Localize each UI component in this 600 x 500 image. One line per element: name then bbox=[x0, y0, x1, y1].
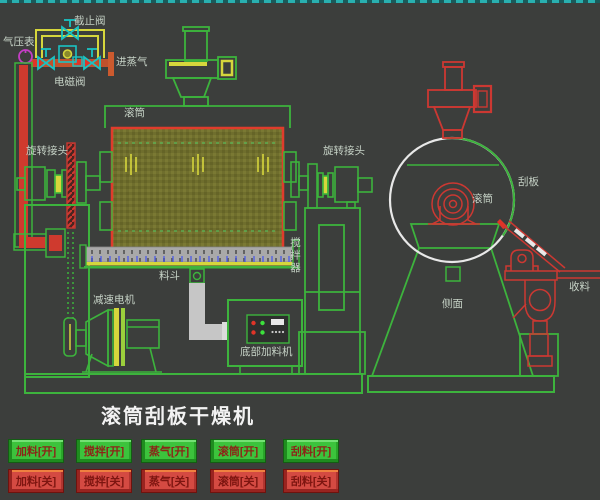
steam-piping bbox=[18, 19, 114, 76]
steam-inlet-flange bbox=[108, 52, 114, 76]
collect-label: 收料 bbox=[569, 281, 590, 293]
drum-front bbox=[99, 126, 297, 252]
bottom-feeder-label: 底部加料机 bbox=[240, 346, 293, 358]
indicator-green-2 bbox=[260, 330, 265, 335]
page-title: 滚筒刮板干燥机 bbox=[101, 406, 255, 428]
solenoid-valve-icon bbox=[58, 45, 83, 67]
drum-housing bbox=[104, 105, 291, 128]
scraper-blade-segments bbox=[513, 228, 547, 257]
agitator-label: 搅拌器 bbox=[289, 237, 301, 275]
trough bbox=[79, 239, 300, 269]
hopper-label: 料斗 bbox=[159, 270, 180, 282]
scrape-off-button[interactable]: 刮料[关] bbox=[283, 469, 339, 493]
steam-inlet-label: 进蒸气 bbox=[116, 56, 148, 68]
indicator-red-2 bbox=[251, 330, 256, 335]
left-valve-icon bbox=[37, 48, 55, 71]
mini-dots bbox=[271, 330, 285, 334]
rotary-joint-right-label: 旋转接头 bbox=[323, 145, 365, 157]
scrape-on-button[interactable]: 刮料[开] bbox=[283, 439, 339, 463]
discharge-pipe bbox=[189, 268, 230, 340]
solenoid-valve-label: 电磁阀 bbox=[54, 76, 86, 88]
rotary-joint-left bbox=[16, 142, 101, 229]
mini-display bbox=[271, 319, 284, 325]
feed-off-button[interactable]: 加料[关] bbox=[8, 469, 64, 493]
pressure-gauge-label: 气压表 bbox=[3, 36, 35, 48]
gear-motor-label: 减速电机 bbox=[93, 294, 135, 306]
side-label: 侧面 bbox=[442, 298, 463, 310]
rotary-joint-right bbox=[290, 161, 373, 209]
drum-end-flanges bbox=[99, 151, 297, 231]
stop-valve-label: 截止阀 bbox=[74, 15, 106, 27]
feed-on-button[interactable]: 加料[开] bbox=[8, 439, 64, 463]
pedestal-right bbox=[298, 207, 366, 375]
dryer-schematic bbox=[13, 19, 600, 394]
scraper-label: 刮板 bbox=[518, 176, 539, 188]
stir-on-button[interactable]: 搅拌[开] bbox=[76, 439, 132, 463]
trough-blue-ticks bbox=[91, 256, 290, 262]
chain-drive bbox=[63, 232, 77, 357]
pressure-gauge-icon bbox=[18, 49, 33, 64]
drum-off-button[interactable]: 滚筒[关] bbox=[210, 469, 266, 493]
indicator-red-1 bbox=[251, 320, 256, 326]
stir-off-button[interactable]: 搅拌[关] bbox=[76, 469, 132, 493]
rotary-joint-left-label: 旋转接头 bbox=[26, 145, 68, 157]
scraper-assembly bbox=[497, 219, 600, 377]
stop-valve-icon bbox=[61, 19, 79, 41]
drum-side-label: 滚筒 bbox=[472, 193, 493, 205]
side-bearing bbox=[428, 182, 480, 226]
machine-base bbox=[24, 373, 363, 394]
indicator-green-1 bbox=[260, 320, 265, 326]
right-valve-icon bbox=[83, 48, 101, 71]
drum-front-label: 滚筒 bbox=[124, 107, 145, 119]
support-frame-left bbox=[24, 204, 90, 378]
side-feeder bbox=[427, 61, 493, 139]
top-dashed-border bbox=[0, 0, 600, 3]
drum-level-ticks bbox=[125, 154, 269, 175]
top-feeder bbox=[165, 26, 237, 107]
drum-on-button[interactable]: 滚筒[开] bbox=[210, 439, 266, 463]
steam-on-button[interactable]: 蒸气[开] bbox=[141, 439, 197, 463]
gear-motor bbox=[75, 308, 162, 373]
steam-off-button[interactable]: 蒸气[关] bbox=[141, 469, 197, 493]
bottom-feeder-box bbox=[227, 299, 303, 374]
feed-pipe-down bbox=[13, 62, 66, 258]
